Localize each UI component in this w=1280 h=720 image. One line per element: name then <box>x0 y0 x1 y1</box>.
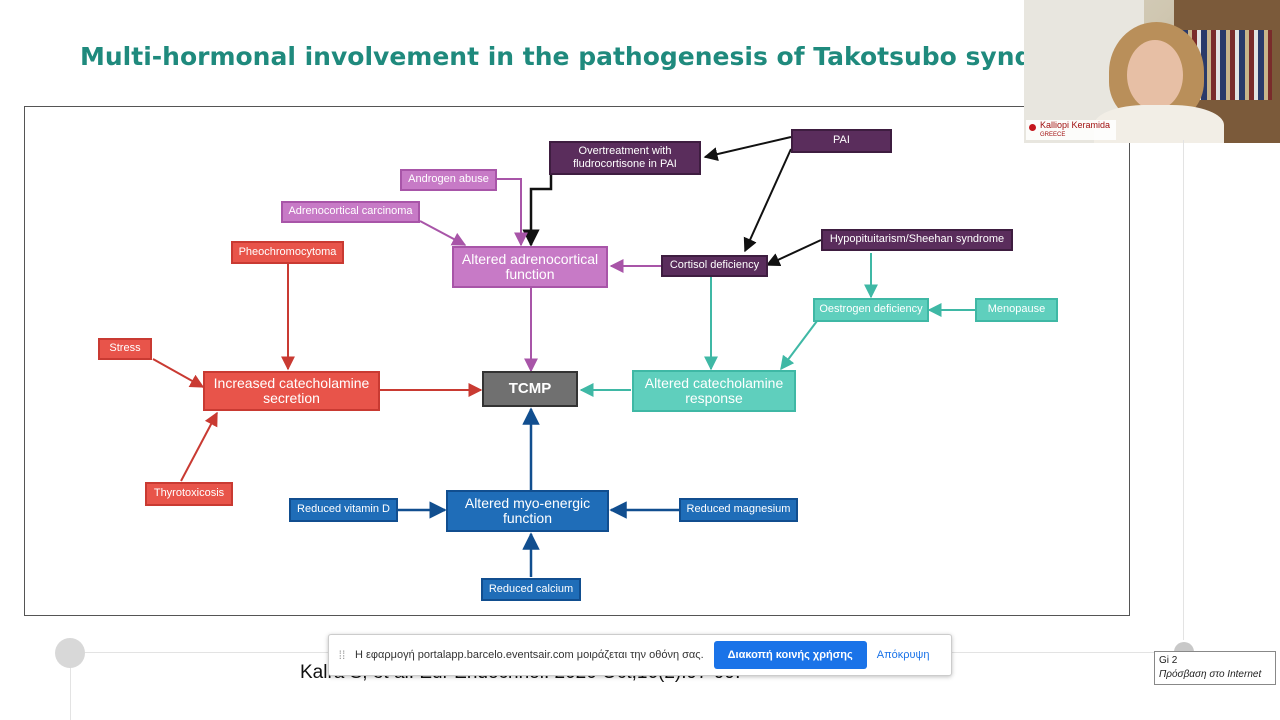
arrow-hypopit-to-cortisol <box>765 239 822 267</box>
share-message: Η εφαρμογή portalapp.barcelo.eventsair.c… <box>355 649 704 661</box>
node-altered-catecholamine-response: Altered catecholamine response <box>632 370 796 412</box>
participant-country: GREECE <box>1040 132 1066 138</box>
slider-handle[interactable] <box>55 638 85 668</box>
node-pheochromocytoma: Pheochromocytoma <box>231 241 344 264</box>
node-increased-catecholamine-secretion: Increased catecholamine secretion <box>203 371 380 411</box>
arrow-stress-to-increased <box>152 358 205 388</box>
live-dot-icon <box>1029 124 1036 131</box>
stop-sharing-button[interactable]: Διακοπή κοινής χρήσης <box>713 641 867 669</box>
node-hypopituitarism-sheehan: Hypopituitarism/Sheehan syndrome <box>821 229 1013 251</box>
arrow-androgen-to-adrenocortical <box>497 178 528 247</box>
node-altered-myo-energic-function: Altered myo-energic function <box>446 490 609 532</box>
node-adrenocortical-carcinoma: Adrenocortical carcinoma <box>281 201 420 223</box>
node-stress: Stress <box>98 338 152 360</box>
node-pai: PAI <box>791 129 892 153</box>
screen-share-bar: ⁞⁞ Η εφαρμογή portalapp.barcelo.eventsai… <box>328 634 952 676</box>
guide-line <box>1183 140 1184 640</box>
arrow-carcinoma-to-adrenocortical <box>419 220 467 246</box>
drag-handle-icon[interactable]: ⁞⁞ <box>338 648 346 662</box>
node-menopause: Menopause <box>975 298 1058 322</box>
slide-title: Multi-hormonal involvement in the pathog… <box>80 42 1040 71</box>
node-thyrotoxicosis: Thyrotoxicosis <box>145 482 233 506</box>
node-reduced-calcium: Reduced calcium <box>481 578 581 601</box>
node-oestrogen-deficiency: Oestrogen deficiency <box>813 298 929 322</box>
participant-video[interactable] <box>1024 0 1280 143</box>
node-cortisol-deficiency: Cortisol deficiency <box>661 255 768 277</box>
node-reduced-vitamin-d: Reduced vitamin D <box>289 498 398 522</box>
node-overtreatment-fludrocortisone: Overtreatment with fludrocortisone in PA… <box>549 141 701 175</box>
network-tooltip: Gi 2 Πρόσβαση στο Internet <box>1154 651 1276 685</box>
node-tcmp: TCMP <box>482 371 578 407</box>
participant-name-badge: Kalliopi Keramida GREECE <box>1026 120 1117 140</box>
network-status: Πρόσβαση στο Internet <box>1159 669 1262 680</box>
guide-line <box>70 664 71 720</box>
network-name: Gi 2 <box>1159 655 1178 666</box>
pathogenesis-diagram: PAI Overtreatment with fludrocortisone i… <box>24 106 1130 616</box>
arrow-thyrotoxicosis-to-increased <box>180 411 218 482</box>
hide-link[interactable]: Απόκρυψη <box>876 649 930 661</box>
diagram-arrows <box>152 136 975 577</box>
arrow-pai-to-overtreatment <box>703 136 792 161</box>
node-androgen-abuse: Androgen abuse <box>400 169 497 191</box>
node-reduced-magnesium: Reduced magnesium <box>679 498 798 522</box>
arrow-overtreatment-to-adrenocortical <box>522 175 553 247</box>
participant-name: Kalliopi Keramida <box>1040 120 1111 130</box>
arrow-pai-to-cortisol <box>743 148 792 253</box>
node-altered-adrenocortical-function: Altered adrenocortical function <box>452 246 608 288</box>
arrow-oestrogen-to-catecholamine-response <box>780 320 818 371</box>
